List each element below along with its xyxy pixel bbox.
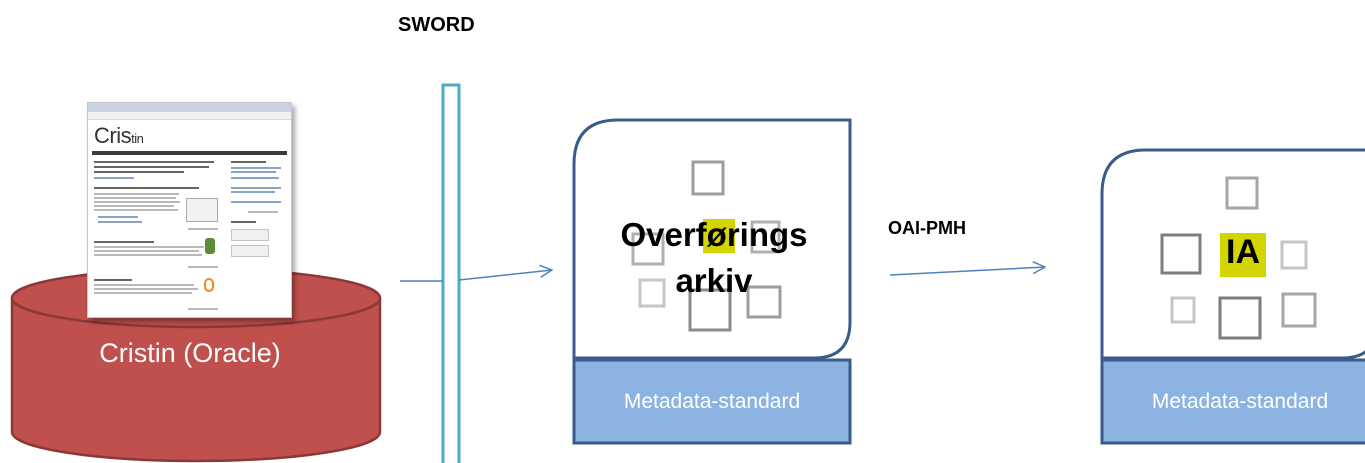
ia-squares: [1160, 176, 1317, 340]
metadata-standard-label-right: Metadata-standard: [1151, 390, 1329, 413]
cristin-database-label: Cristin (Oracle): [99, 338, 281, 368]
screenshot-open-access-logo: [204, 278, 214, 292]
ia-highlight: [1220, 233, 1266, 277]
arrow-sword-to-archive: [458, 270, 552, 281]
arrow-archive-to-ia: [889, 267, 1045, 276]
oai-pmh-label: OAI-PMH: [888, 218, 966, 238]
cristin-logo-suffix: tin: [131, 131, 144, 146]
overforings-highlight: [703, 219, 735, 253]
archive-squares: [631, 160, 782, 332]
sword-label: SWORD: [398, 14, 475, 36]
cristin-logo: Cristin: [94, 123, 144, 149]
sword-bar: [441, 83, 461, 463]
ia-label: IA: [1226, 233, 1260, 271]
screenshot-illustration-plant: [205, 238, 215, 254]
browser-addressbar: [88, 112, 291, 120]
transfer-archive-label: Overførings arkiv: [580, 212, 848, 304]
screenshot-illustration-docs: [186, 198, 218, 222]
browser-titlebar: [88, 103, 291, 112]
site-navbar: [92, 151, 287, 155]
transfer-archive-label-line1: Overførings: [620, 216, 808, 253]
screenshot-button-2: [231, 245, 269, 257]
screenshot-button-1: [231, 229, 269, 241]
transfer-archive-label-line2: arkiv: [675, 262, 753, 299]
metadata-standard-label-left: Metadata-standard: [623, 390, 801, 413]
cristin-website-screenshot: Cristin: [87, 102, 292, 318]
cristin-logo-text: Cris: [94, 123, 132, 148]
